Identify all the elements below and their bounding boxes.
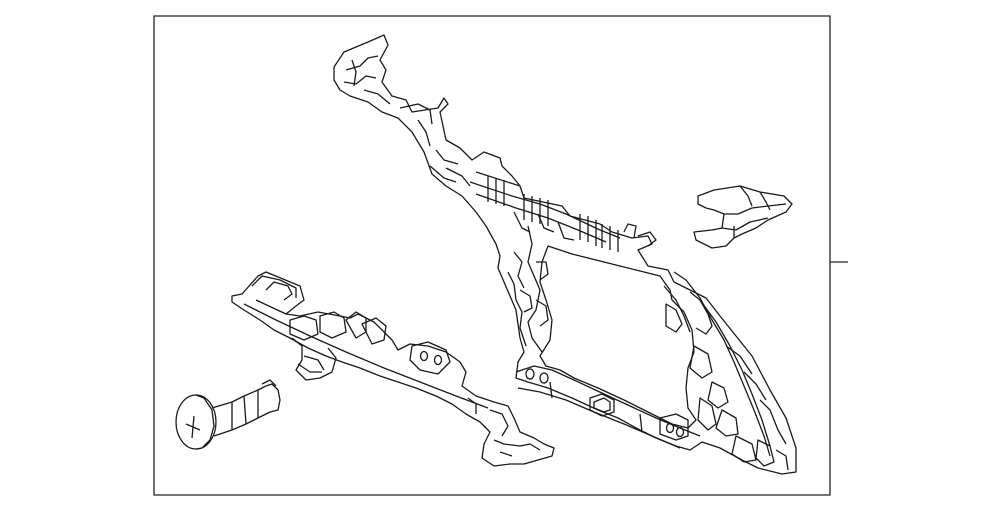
panel-assembly [334,35,796,474]
support-rail [232,272,554,466]
push-fastener [176,380,280,449]
diagram-frame [154,16,830,495]
bracket-clip [694,186,792,248]
